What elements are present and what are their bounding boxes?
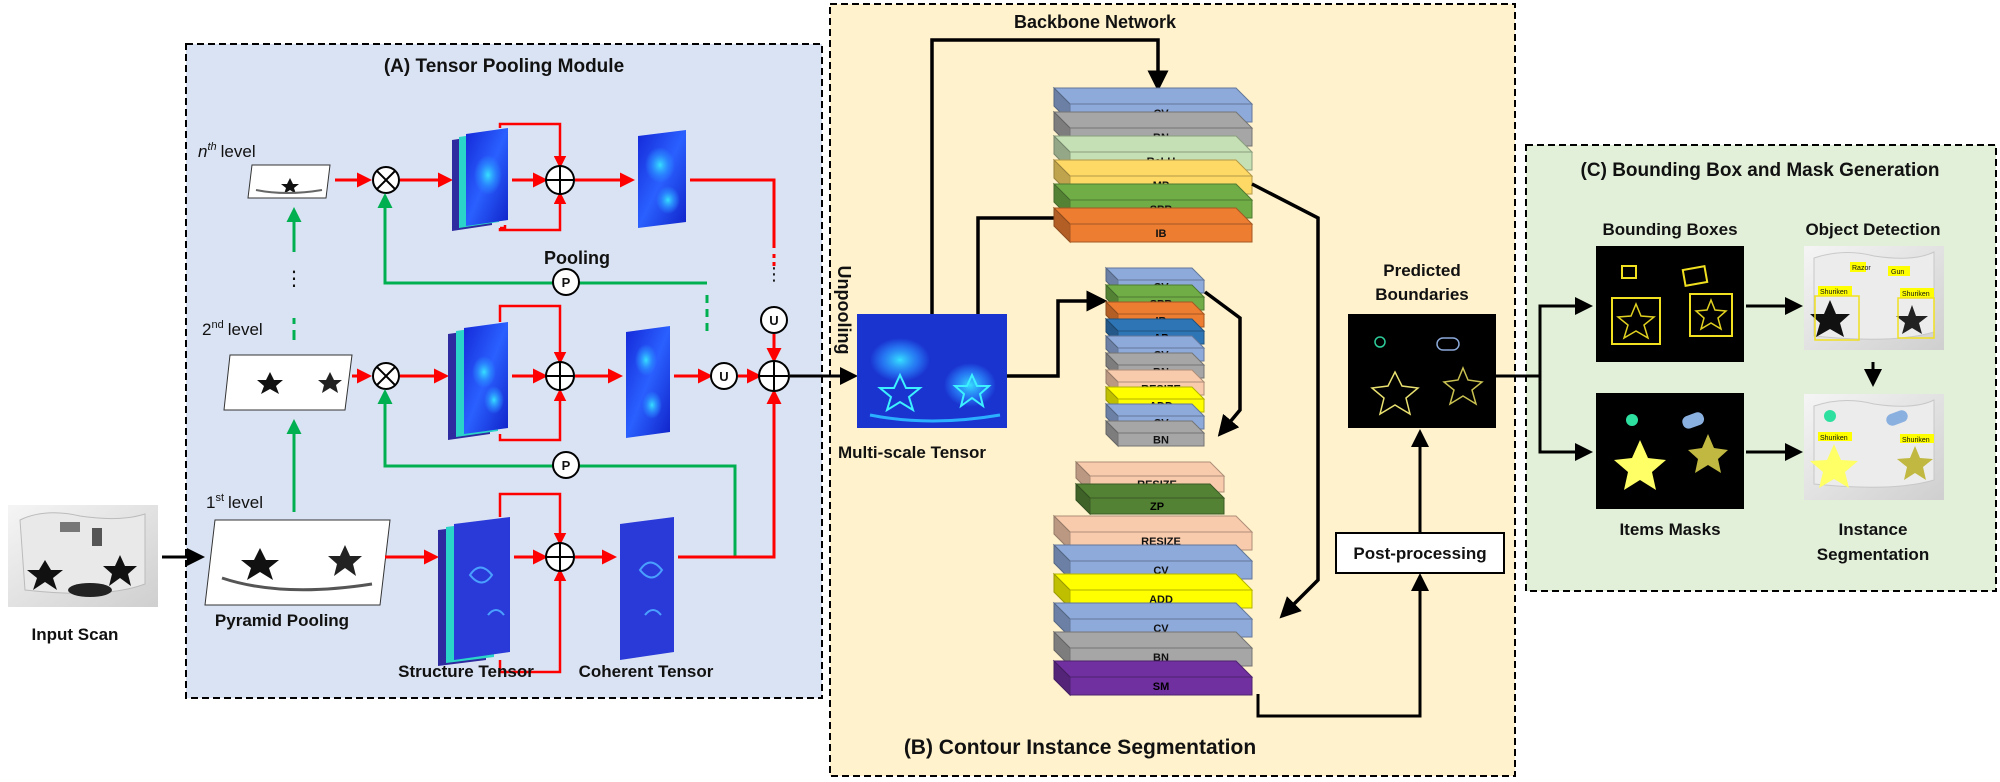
layer-mid-9-bn: BN (1104, 419, 1206, 448)
coherent-tensor-2 (626, 326, 670, 438)
svg-text:P: P (562, 458, 571, 473)
pool-node-n: P (552, 268, 580, 296)
final-add-node (758, 360, 790, 392)
svg-text:Shuriken: Shuriken (1820, 289, 1848, 296)
coherent-tensor-n (638, 130, 686, 228)
post-processing-label: Post-processing (1353, 544, 1486, 563)
layer-stack-mid: CVSPBIBAPCVBNRESIZEADDCVBN (1104, 266, 1206, 448)
red-skip-n-bot (500, 225, 507, 230)
vertical-dots-left: ⋮ (284, 268, 304, 290)
arrow-sm-to-postprocessing (1256, 573, 1429, 718)
multiscale-tensor-label: Multi-scale Tensor (838, 443, 986, 462)
vertical-dots-right: ⋮ (765, 264, 783, 284)
red-skip-1 (498, 492, 567, 546)
structure-tensor-1 (438, 517, 510, 666)
layer-label: BN (1153, 435, 1169, 447)
predicted-boundaries-label-2: Boundaries (1375, 285, 1469, 304)
red-ct-n-to-right (690, 178, 776, 248)
bounding-boxes-image (1596, 246, 1744, 362)
pyramid-level-2 (223, 354, 353, 411)
panel-c (1525, 144, 1997, 592)
multiply-node-2 (372, 362, 400, 390)
coherent-tensor-1 (620, 517, 674, 660)
structure-tensor-label: Structure Tensor (398, 662, 534, 681)
layer-bottom-5-sm: SM (1052, 659, 1254, 697)
unpool-node-2: U (710, 362, 738, 390)
items-masks-label: Items Masks (1619, 520, 1720, 539)
pyramid-pooling-label: Pyramid Pooling (215, 611, 349, 630)
arrow-ms-to-backbone-top (930, 38, 1169, 314)
red-bottom-n (498, 191, 567, 232)
input-scan-image (8, 505, 158, 607)
instance-segmentation-label-2: Segmentation (1817, 545, 1929, 564)
svg-text:U: U (719, 369, 728, 384)
skip-cv-to-add (1203, 290, 1242, 437)
unpool-node-n: U (760, 306, 788, 334)
layer-stack-low: RESIZEZP (1074, 460, 1226, 516)
multiply-node-n (372, 166, 400, 194)
panel-b-title: (B) Contour Instance Segmentation (904, 736, 1256, 759)
layer-stack-top: CVBNReLUMPSPBIB (1052, 86, 1254, 244)
bounding-boxes-label: Bounding Boxes (1602, 220, 1737, 239)
svg-text:Shuriken: Shuriken (1902, 437, 1930, 444)
arrow-boundaries-to-masks (1538, 376, 1593, 461)
structure-tensor-2 (448, 322, 508, 440)
add-node-2 (545, 361, 575, 391)
add-node-n (545, 165, 575, 195)
panel-a-title: (A) Tensor Pooling Module (384, 56, 624, 77)
multiscale-tensor-image (857, 314, 1007, 428)
layer-label: SM (1153, 681, 1170, 693)
pyramid-level-n (247, 164, 331, 199)
layer-label: ZP (1150, 501, 1164, 513)
layer-label: IB (1156, 228, 1167, 240)
backbone-title: Backbone Network (1014, 12, 1177, 32)
instance-segmentation-image: Shuriken Shuriken (1804, 394, 1944, 500)
pyramid-level-1 (204, 519, 391, 606)
svg-text:P: P (562, 275, 571, 290)
panel-c-title: (C) Bounding Box and Mask Generation (1581, 160, 1940, 181)
svg-text:U: U (769, 313, 778, 328)
coherent-tensor-label: Coherent Tensor (579, 662, 714, 681)
items-masks-image (1596, 393, 1744, 509)
svg-text:Shuriken: Shuriken (1820, 435, 1848, 442)
green-feedback-n (377, 193, 707, 285)
layer-top-5-ib: IB (1052, 206, 1254, 244)
svg-text:Shuriken: Shuriken (1902, 291, 1930, 298)
red-skip-2 (498, 304, 567, 365)
pool-node-2: P (552, 451, 580, 479)
layer-low-1-zp: ZP (1074, 482, 1226, 516)
object-detection-label: Object Detection (1805, 220, 1940, 239)
svg-text:Gun: Gun (1891, 269, 1904, 276)
instance-segmentation-label-1: Instance (1839, 520, 1908, 539)
red-bottom-2 (498, 388, 567, 442)
svg-text:Razor: Razor (1852, 265, 1871, 272)
arrow-boundaries-to-bboxes (1496, 297, 1593, 378)
structure-tensor-n (452, 128, 508, 231)
predicted-boundaries-label-1: Predicted (1383, 261, 1460, 280)
unpooling-label: Unpooling (834, 266, 854, 355)
red-skip-n (498, 122, 567, 169)
skip-relu-to-add (1251, 182, 1320, 619)
arrow-ms-to-mp (976, 207, 1086, 314)
arrow-ms-to-cv (1007, 290, 1108, 378)
object-detection-image: Razor Gun Shuriken Shuriken (1804, 246, 1944, 350)
red-bottom-1 (498, 568, 567, 674)
predicted-boundaries-image (1348, 314, 1496, 428)
pooling-label: Pooling (544, 248, 610, 268)
add-node-1 (545, 542, 575, 572)
input-scan-label: Input Scan (32, 625, 119, 644)
red-ct-1-to-final (678, 389, 782, 559)
